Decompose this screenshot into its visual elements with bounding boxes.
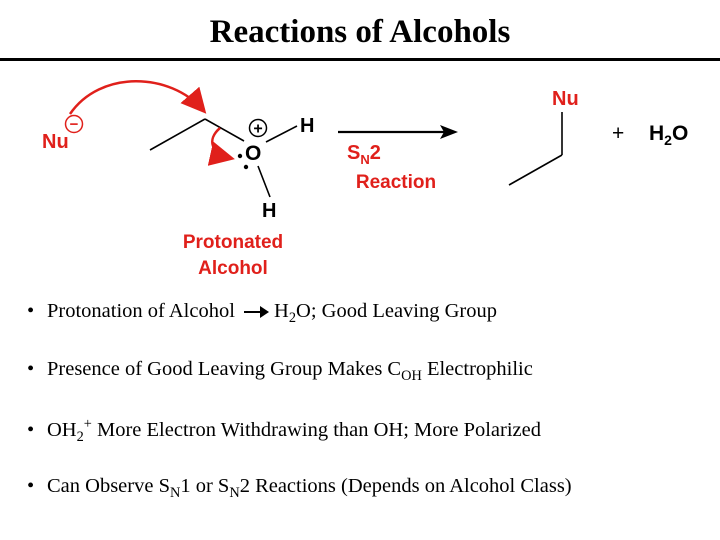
title-divider bbox=[0, 58, 720, 61]
reaction-scheme: Nu − + O H H Protonated Alcohol SN2 Reac… bbox=[42, 80, 688, 279]
bullet-subscript: N bbox=[229, 485, 240, 502]
sn2-label: SN2 bbox=[347, 142, 381, 167]
bond-ch2-o bbox=[204, 118, 245, 142]
page-title: Reactions of Alcohols bbox=[209, 14, 511, 50]
bullet-text: 1 or S bbox=[180, 475, 230, 497]
water-formula: H2O bbox=[649, 122, 688, 148]
bullet-text: Presence of Good Leaving Group Makes C bbox=[47, 358, 402, 380]
negative-charge-sign: − bbox=[70, 116, 79, 133]
bond-ch3-ch2 bbox=[149, 118, 206, 151]
bullet-text: Can Observe S bbox=[47, 475, 170, 497]
hydrogen-top-label: H bbox=[300, 115, 314, 137]
bullet-subscript: OH bbox=[401, 368, 422, 385]
bullet-glyph: • bbox=[27, 475, 35, 497]
bond-ch2-ch3 bbox=[508, 154, 563, 186]
bullet-subscript: 2 bbox=[288, 310, 297, 327]
bullet-item-protonation: • Protonation of Alcohol H2O; Good Leavin… bbox=[27, 300, 497, 327]
bullet-text: H bbox=[274, 300, 289, 322]
bond-o-h-top bbox=[265, 125, 298, 143]
bullet-superscript: + bbox=[83, 416, 92, 432]
bullet-text: More Electron Withdrawing than OH; More … bbox=[91, 418, 541, 441]
bullet-text: OH bbox=[47, 418, 77, 441]
lone-pair-dot-1 bbox=[237, 153, 243, 159]
plus-sign: + bbox=[612, 122, 624, 145]
reaction-arrow-head bbox=[440, 125, 458, 139]
bond-o-h-bottom bbox=[257, 165, 271, 198]
bullet-text: 2 Reactions (Depends on Alcohol Class) bbox=[239, 475, 572, 497]
positive-charge-icon bbox=[248, 118, 268, 138]
bullet-item-leaving-group: • Presence of Good Leaving Group Makes CO… bbox=[27, 358, 533, 385]
lone-pair-dot-2 bbox=[243, 164, 249, 170]
bullet-glyph: • bbox=[27, 418, 35, 441]
oxygen-label: O bbox=[245, 142, 261, 165]
bullet-glyph: • bbox=[27, 300, 35, 322]
bullet-glyph: • bbox=[27, 358, 35, 380]
leaving-group-arrow bbox=[207, 127, 235, 166]
positive-charge-sign: + bbox=[253, 121, 262, 138]
bullet-text: Protonation of Alcohol bbox=[47, 300, 235, 322]
nucleophilic-attack-arrow bbox=[68, 80, 207, 115]
bullet-subscript: N bbox=[169, 485, 181, 502]
hydrogen-bottom-label: H bbox=[262, 200, 276, 222]
bullet-text: Electrophilic bbox=[421, 358, 533, 380]
protonated-label-line2: Alcohol bbox=[198, 258, 268, 279]
protonated-label-line1: Protonated bbox=[183, 232, 283, 253]
product-nu-label: Nu bbox=[552, 88, 579, 110]
bullet-text: O; Good Leaving Group bbox=[296, 300, 497, 322]
bullet-subscript: 2 bbox=[76, 428, 84, 445]
nucleophile-label: Nu bbox=[42, 131, 69, 153]
negative-charge-icon bbox=[64, 114, 84, 134]
bullet-item-oh2: • OH2+ More Electron Withdrawing than OH;… bbox=[27, 416, 541, 446]
right-arrow-icon bbox=[244, 306, 270, 319]
reaction-label: Reaction bbox=[356, 172, 436, 193]
bullet-item-sn1-sn2: •Can Observe SN1 or SN2 Reactions (Depen… bbox=[27, 475, 572, 502]
